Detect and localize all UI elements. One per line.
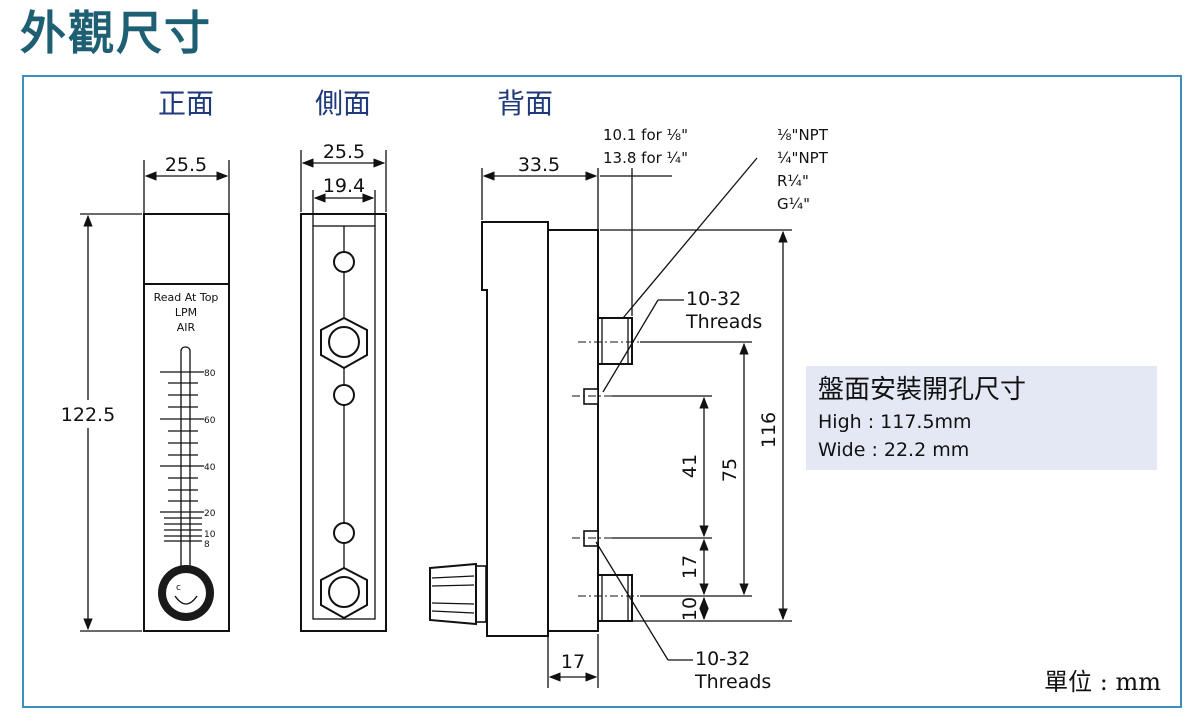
dim-75: 75 (719, 458, 741, 482)
dim-17-vertical: 17 (679, 555, 701, 579)
panel-cutout-title: 盤面安裝開孔尺寸 (818, 375, 1027, 405)
side-inner-width-dim: 19.4 (323, 175, 365, 197)
side-view-title: 側面 (315, 87, 371, 120)
panel-cutout-high: High : 117.5mm (818, 411, 972, 433)
side-view: 25.5 19.4 (300, 141, 387, 632)
tick-10: 10 (204, 530, 216, 540)
thread-eighth-npt: ⅛"NPT (777, 126, 829, 144)
front-height-dim: 122.5 (61, 404, 115, 426)
port-depth-quarter: 13.8 for ¼" (603, 149, 688, 167)
front-view: 25.5 122.5 Read At Top LPM AIR (56, 154, 230, 632)
scale-label-lpm: LPM (175, 306, 197, 319)
side-outer-width-dim: 25.5 (323, 141, 365, 163)
tick-20: 20 (204, 509, 216, 519)
back-view-title: 背面 (497, 87, 553, 120)
tick-40: 40 (204, 463, 216, 473)
panel-cutout-box: 盤面安裝開孔尺寸 High : 117.5mm Wide : 22.2 mm (806, 366, 1157, 470)
tick-60: 60 (204, 416, 216, 426)
scale-label-air: AIR (177, 321, 196, 334)
back-view: 33.5 10.1 for ⅛" 13.8 for ¼" ⅛"NPT ¼"NPT… (429, 126, 829, 693)
screw-bottom-threads: Threads (694, 671, 771, 693)
knob-mark: c (176, 583, 181, 593)
screw-top-size: 10-32 (686, 288, 741, 310)
unit-label: 單位 : mm (1044, 668, 1161, 696)
back-depth-dim: 33.5 (518, 154, 560, 176)
panel-cutout-wide: Wide : 22.2 mm (818, 439, 970, 461)
bottom-17-dim: 17 (561, 651, 585, 673)
thread-r-quarter: R¼" (777, 172, 809, 190)
tick-80: 80 (204, 369, 216, 379)
port-depth-eighth: 10.1 for ⅛" (603, 126, 688, 144)
tick-8: 8 (204, 540, 210, 550)
screw-top-threads: Threads (685, 311, 762, 333)
thread-g-quarter: G¼" (777, 195, 810, 213)
dim-41: 41 (679, 454, 701, 478)
front-view-title: 正面 (158, 87, 214, 120)
page-title: 外觀尺寸 (20, 6, 212, 60)
thread-quarter-npt: ¼"NPT (777, 149, 829, 167)
diagram-frame (22, 75, 1182, 708)
screw-bottom-size: 10-32 (695, 648, 750, 670)
dim-10: 10 (679, 597, 701, 621)
scale-label-read-at-top: Read At Top (154, 291, 219, 304)
front-width-dim: 25.5 (165, 154, 207, 176)
dim-116: 116 (758, 412, 780, 448)
